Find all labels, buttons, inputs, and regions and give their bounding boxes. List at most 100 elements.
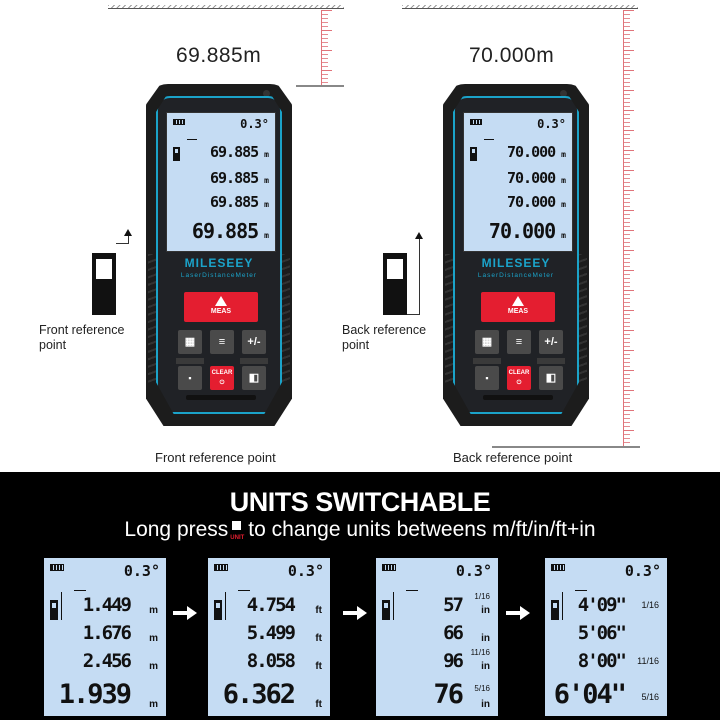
dimension-icon (238, 590, 250, 591)
unit-button[interactable]: ▪ (475, 366, 499, 390)
reference-line (562, 592, 563, 620)
lcd-row: 5'06" (577, 622, 627, 644)
grip (148, 254, 158, 384)
up-arrow-icon (415, 232, 423, 239)
reference-line (225, 592, 226, 620)
battery-icon (50, 564, 64, 571)
area-volume-button[interactable]: ▦ (178, 330, 202, 354)
battery-icon (551, 564, 565, 571)
right-arrow-icon (343, 606, 367, 620)
divider (537, 358, 565, 364)
lcd-row: 8'00"11/16 (577, 650, 659, 672)
brand-logo: MILESEEY (184, 256, 254, 270)
plus-minus-button[interactable]: +/- (539, 330, 563, 354)
ceiling-line-right (402, 5, 638, 9)
arrow-line (407, 314, 419, 315)
meas-button[interactable]: MEAS (481, 292, 555, 322)
angle-reading: 0.3° (240, 117, 269, 131)
angle-reading: 0.3° (537, 117, 566, 131)
dimension-icon (74, 590, 86, 591)
brand-subtitle: LaserDistanceMeter (477, 272, 555, 279)
front-reference-device-icon (92, 253, 116, 315)
plus-minus-button[interactable]: +/- (242, 330, 266, 354)
device-reference-icon (382, 600, 390, 620)
distance-label-right: 70.000m (469, 44, 555, 67)
floor-line-left (296, 85, 344, 87)
device-reference-icon (214, 600, 222, 620)
dimension-icon (187, 139, 197, 140)
divider (176, 358, 204, 364)
lcd-panel-feet-inches: 0.3° 4'09"1/16 5'06" 8'00"11/16 6'04"5/1… (545, 558, 667, 716)
battery-icon (173, 119, 185, 125)
arrow-line (128, 235, 129, 244)
front-reference-label: Front reference point (39, 323, 125, 352)
divider (473, 358, 501, 364)
meas-button[interactable]: MEAS (184, 292, 258, 322)
area-volume-button[interactable]: ▦ (475, 330, 499, 354)
ruler-right (623, 10, 635, 447)
front-reference-icon (173, 147, 180, 161)
dimension-icon (575, 590, 587, 591)
back-reference-caption: Back reference point (453, 450, 573, 465)
device-reference-icon (551, 600, 559, 620)
device-reference-icon (50, 600, 58, 620)
reference-button[interactable]: ≡ (507, 330, 531, 354)
angle-reading: 0.3° (455, 562, 492, 580)
arrow-line (419, 238, 420, 315)
right-arrow-icon (506, 606, 530, 620)
arrow-line (116, 243, 128, 244)
clear-power-button[interactable]: CLEAR⏻ (507, 366, 531, 390)
back-reference-label: Back reference point (342, 323, 427, 352)
grip (445, 254, 455, 384)
ceiling-line-left (108, 5, 344, 9)
reference-button[interactable]: ≡ (210, 330, 234, 354)
battery-icon (214, 564, 228, 571)
angle-reading: 0.3° (123, 562, 160, 580)
ruler-left (321, 10, 333, 86)
lcd-row: 4'09"1/16 (577, 594, 659, 616)
reference-line (61, 592, 62, 620)
back-reference-device-icon (383, 253, 407, 315)
unit-button[interactable]: ▪ (178, 366, 202, 390)
grip (280, 254, 290, 384)
battery-icon (470, 119, 482, 125)
sound-button[interactable]: ◧ (539, 366, 563, 390)
right-arrow-icon (173, 606, 197, 620)
brand-subtitle: LaserDistanceMeter (180, 272, 258, 279)
sensor-dot (560, 90, 567, 97)
clear-power-button[interactable]: CLEAR⏻ (210, 366, 234, 390)
dimension-icon (406, 590, 418, 591)
unit-button-icon: UNIT (230, 519, 246, 541)
angle-reading: 0.3° (624, 562, 661, 580)
sound-button[interactable]: ◧ (242, 366, 266, 390)
sensor-dot (263, 90, 270, 97)
